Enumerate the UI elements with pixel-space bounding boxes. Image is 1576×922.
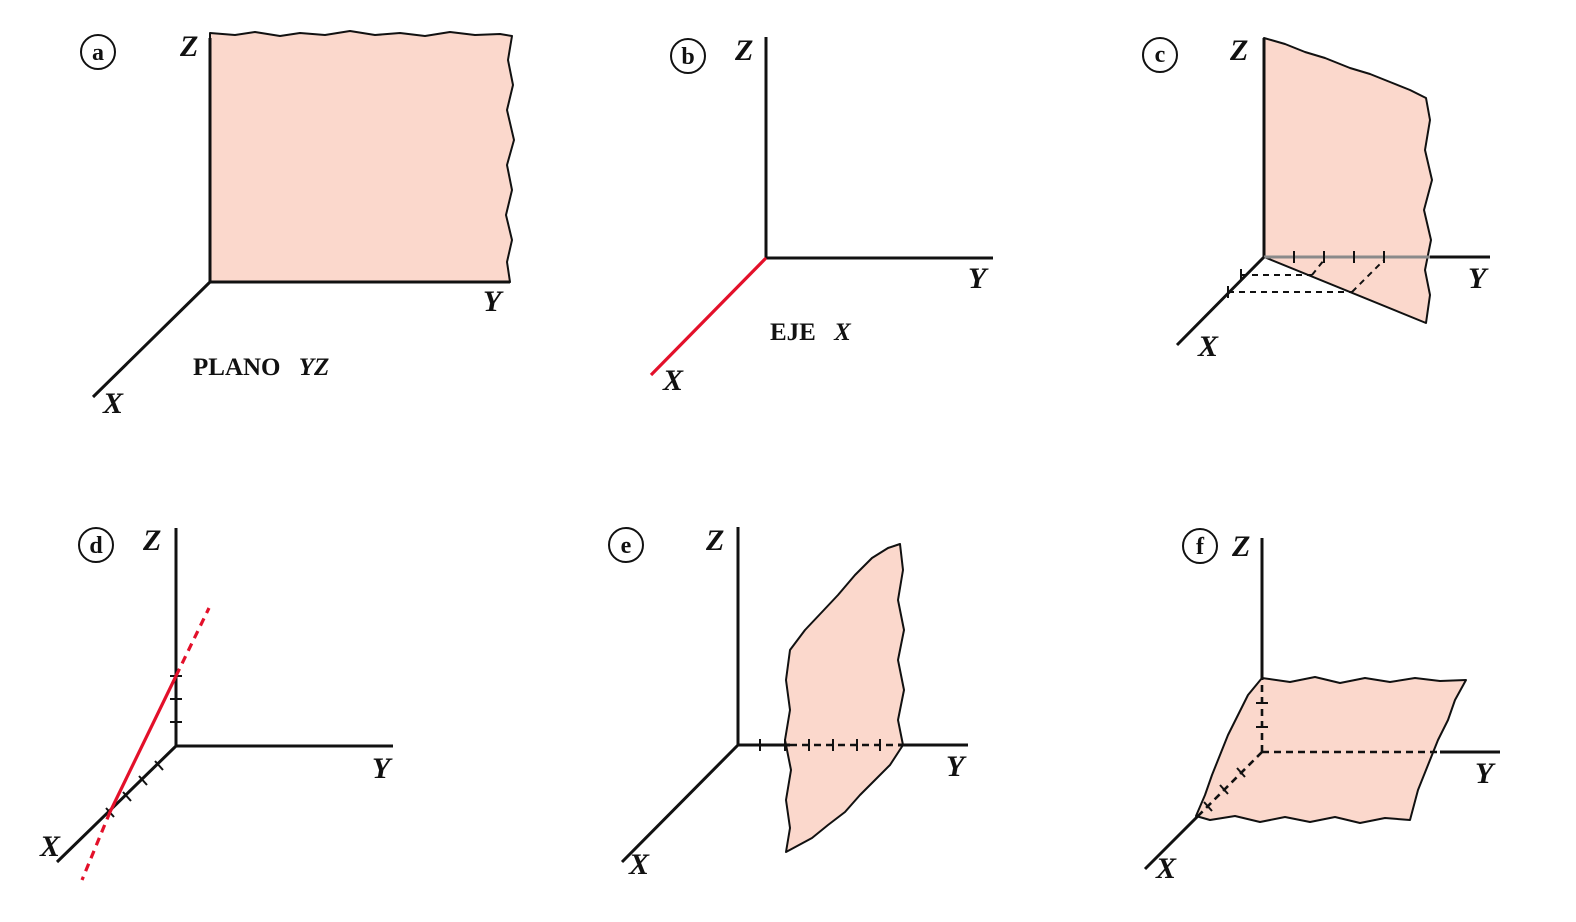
axis-label-y: Y [483, 285, 504, 318]
yz-plane-sheet [209, 30, 515, 283]
tick-x-2 [1219, 784, 1229, 795]
axis-label-z: Z [142, 524, 161, 557]
axis-label-y: Y [946, 750, 967, 783]
x-axis [1175, 255, 1266, 347]
axis-label-y: Y [1475, 757, 1496, 790]
panel-letter-circle [608, 527, 644, 563]
horizontal-plane-sheet [1195, 676, 1467, 824]
panel-letter-circle [1182, 528, 1218, 564]
caption-text: PLANO [193, 354, 281, 381]
panel-letter-circle [670, 38, 706, 74]
panel-letter-circle [80, 34, 116, 70]
caption: PLANO YZ [193, 354, 329, 381]
panel-letter: e [621, 533, 632, 559]
axis-label-x: X [1155, 852, 1177, 885]
axis-label-z: Z [1229, 34, 1248, 67]
axis-label-y: Y [968, 262, 989, 295]
x-axis-dashed-segment [1197, 751, 1263, 817]
panel-a: a Z Y X PLANO YZ [80, 30, 515, 420]
panel-letter: c [1155, 42, 1166, 68]
axis-label-z: Z [705, 524, 724, 557]
tick-x-3 [122, 791, 132, 802]
vertical-strip-sheet [784, 543, 905, 853]
x-axis [91, 280, 212, 399]
x-axis [620, 743, 740, 864]
caption-variable: YZ [299, 354, 330, 381]
axis-label-x: X [662, 364, 684, 397]
panel-letter-circle [1142, 37, 1178, 73]
panel-e: e Z Y X [608, 524, 968, 881]
tick-x-2 [138, 775, 148, 786]
axis-label-x: X [39, 830, 61, 863]
tick-x-3 [1203, 801, 1213, 812]
axis-label-z: Z [734, 34, 753, 67]
caption-variable: X [833, 319, 852, 346]
highlight-line-extension-upper [174, 607, 211, 677]
axis-label-y: Y [1468, 262, 1489, 295]
panel-letter: b [681, 44, 694, 70]
highlight-line [108, 675, 178, 813]
dashed-guide-diag-1 [1311, 259, 1325, 276]
panel-letter: d [89, 533, 103, 559]
panel-b: b Z Y X EJE X [649, 34, 993, 397]
axis-label-x: X [1197, 330, 1219, 363]
highlight-line-extension-lower [80, 811, 112, 881]
tick-x-1 [1236, 767, 1246, 778]
caption-text: EJE [770, 319, 816, 346]
axis-label-z: Z [1231, 530, 1250, 563]
x-axis [1143, 814, 1200, 871]
dashed-guide-diag-2 [1351, 259, 1385, 293]
caption: EJE X [770, 319, 852, 346]
panel-letter: f [1196, 534, 1205, 560]
panel-letter-circle [78, 527, 114, 563]
panel-c: c Z Y X [1142, 34, 1490, 363]
axis-label-x: X [102, 387, 124, 420]
vertical-oblique-sheet [1263, 37, 1433, 324]
x-axis-highlight [649, 256, 768, 377]
tick-x-1 [154, 760, 164, 771]
axis-label-x: X [628, 848, 650, 881]
axis-label-z: Z [179, 30, 198, 63]
panel-letter: a [92, 40, 104, 66]
panel-d: d Z Y X [39, 524, 393, 881]
x-axis [55, 744, 178, 864]
axis-label-y: Y [372, 752, 393, 785]
panel-f: f Z Y X [1143, 528, 1500, 885]
